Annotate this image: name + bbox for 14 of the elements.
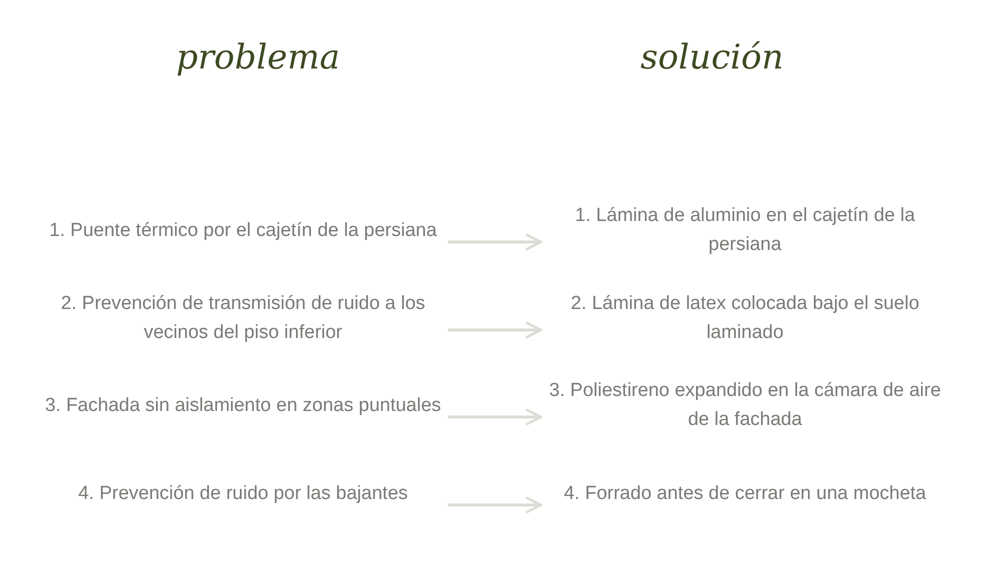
node-text: 1. Lámina de aluminio en el cajetín de la persiana [574, 204, 916, 257]
node-text: 4. Prevención de ruido por las bajantes [78, 482, 408, 506]
arrow [448, 408, 542, 426]
node-text: 2. Prevención de transmisión de ruido a los vecinos del piso inferior [60, 292, 426, 345]
heading: solución [640, 36, 784, 80]
arrow [448, 321, 542, 339]
node-text: 3. Fachada sin aislamiento en zonas puntuales [44, 394, 442, 418]
node-text: 3. Poliestireno expandido en la cámara de aire de la fachada [548, 379, 942, 432]
arrow [448, 233, 542, 251]
arrow [448, 496, 542, 514]
node-text: 2. Lámina de latex colocada bajo el suelo laminado [570, 292, 920, 345]
node-text: 4. Forrado antes de cerrar en una mocheta [564, 482, 926, 506]
node-text: 1. Puente térmico por el cajetín de la persiana [49, 218, 437, 242]
heading: problema [176, 36, 340, 80]
